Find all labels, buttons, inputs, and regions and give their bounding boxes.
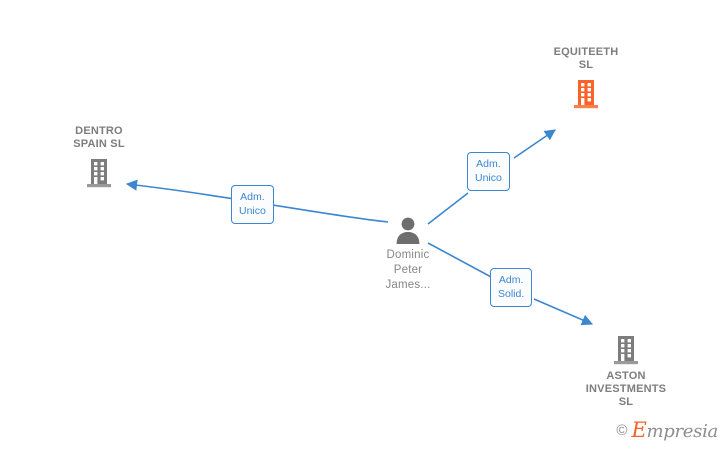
building-icon[interactable] <box>526 78 646 110</box>
edge-label-person-to-aston[interactable]: Adm. Solid. <box>490 268 533 307</box>
empresia-logo-rest: mpresia <box>646 421 719 442</box>
node-person-label: Dominic Peter James... <box>385 249 431 291</box>
node-dentro-spain-sl[interactable]: DENTRO SPAIN SL <box>39 125 159 189</box>
edge-person-to-aston-head <box>533 298 594 326</box>
node-equiteeth-sl[interactable]: EQUITEETH SL <box>526 46 646 110</box>
building-icon[interactable] <box>39 157 159 189</box>
person-avatar-icon[interactable] <box>348 216 468 244</box>
edge-label-person-to-dentro[interactable]: Adm. Unico <box>231 185 274 224</box>
copyright-icon: © <box>616 421 628 439</box>
empresia-logo-text: Empresia <box>631 418 718 442</box>
node-equiteeth-sl-label: EQUITEETH SL <box>553 46 619 71</box>
node-dentro-spain-sl-label: DENTRO SPAIN SL <box>73 125 125 150</box>
empresia-logo-initial: E <box>631 418 647 442</box>
node-aston-investments-sl[interactable]: ASTON INVESTMENTS SL <box>566 334 686 409</box>
edge-person-to-equiteeth-head <box>513 129 556 159</box>
building-icon[interactable] <box>566 334 686 366</box>
node-person-dominic-peter-james[interactable]: Dominic Peter James... <box>348 216 468 293</box>
edge-label-person-to-equiteeth[interactable]: Adm. Unico <box>467 152 510 191</box>
node-aston-investments-sl-label: ASTON INVESTMENTS SL <box>585 370 667 408</box>
empresia-watermark: © Empresia <box>616 418 718 442</box>
